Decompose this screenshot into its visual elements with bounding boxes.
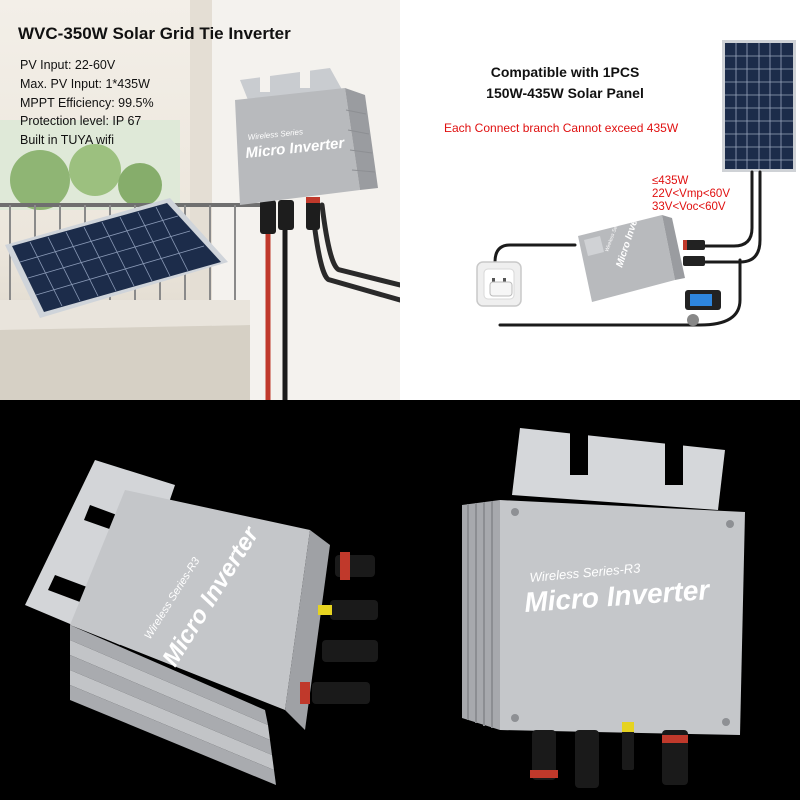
panel-spec-list: ≤435W 22V<Vmp<60V 33V<Voc<60V — [652, 175, 730, 214]
wifi-meter-icon — [685, 290, 721, 326]
wiring-diagram-panel: Wireless Series Micro Inverter Compatibl… — [400, 0, 800, 400]
front-connectors — [530, 722, 688, 788]
wall-socket-icon — [476, 261, 522, 307]
spec-wifi: Built in TUYA wifi — [20, 133, 115, 148]
compatibility-line-2: 150W-435W Solar Panel — [486, 85, 644, 101]
installation-scene: Wireless Series Micro Inverter — [0, 0, 400, 400]
solar-panel-image — [5, 198, 228, 318]
panel-spec-vmp: 22V<Vmp<60V — [652, 188, 731, 200]
inverter-front-image: Wireless Series-R3 Micro Inverter — [462, 428, 745, 788]
inverter-photo: Wireless Series Micro Inverter — [235, 88, 378, 205]
branch-warning-text: Each Connect branch Cannot exceed 435W — [444, 121, 679, 135]
product-photo-angled: Wireless Series-R3 Micro Inverter — [0, 400, 400, 800]
inverter-diagram: Wireless Series Micro Inverter — [578, 202, 685, 302]
wiring-diagram: Wireless Series Micro Inverter — [476, 40, 796, 327]
spec-pv-input: PV Input: 22-60V — [20, 58, 116, 72]
compatibility-line-1: Compatible with 1PCS — [490, 64, 640, 80]
compatibility-heading: Compatible with 1PCS 150W-435W Solar Pan… — [450, 62, 680, 104]
spec-mppt-efficiency: MPPT Efficiency: 99.5% — [20, 95, 154, 110]
solar-panel-icon — [722, 40, 796, 172]
spec-protection-level: Protection level: IP 67 — [20, 114, 142, 129]
product-title: WVC-350W Solar Grid Tie Inverter — [18, 24, 291, 43]
product-spec-list: PV Input: 22-60V Max. PV Input: 1*435W M… — [20, 56, 154, 150]
spec-max-pv-input: Max. PV Input: 1*435W — [20, 76, 150, 91]
panel-spec-power: ≤435W — [652, 175, 689, 187]
angled-connectors — [300, 552, 378, 704]
panel-spec-voc: 33V<Voc<60V — [652, 201, 726, 213]
installation-photo-panel: Wireless Series Micro Inverter WVC-350W … — [0, 0, 400, 400]
product-photo-front: Wireless Series-R3 Micro Inverter — [400, 400, 800, 800]
inverter-angled-image: Wireless Series-R3 Micro Inverter — [25, 460, 378, 785]
